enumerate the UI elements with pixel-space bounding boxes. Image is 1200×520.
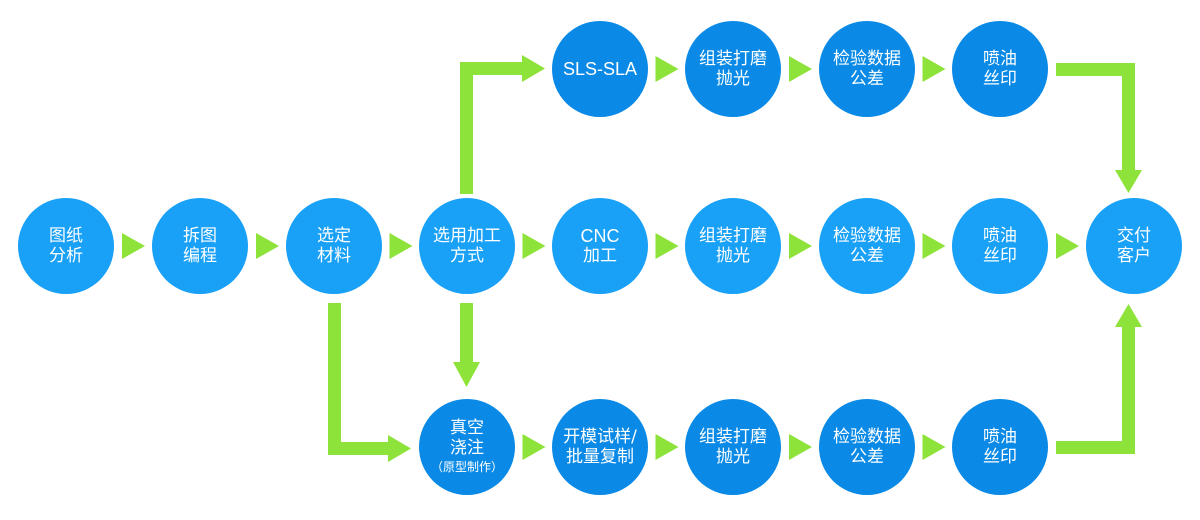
node-label-line: 公差 — [850, 447, 884, 467]
arrow-right-icon — [922, 56, 946, 82]
node-label-line: 组装打磨 — [699, 49, 767, 69]
node-label-line: 开模试样/ — [563, 427, 637, 447]
node-label-line: 检验数据 — [833, 49, 901, 69]
connector-left-vertical — [328, 303, 341, 455]
node-label-line: 喷油 — [983, 49, 1017, 69]
connector-bottomright-vertical — [1122, 325, 1135, 454]
node-paint-print-bottom: 喷油丝印 — [952, 399, 1048, 495]
node-label-line: 公差 — [850, 246, 884, 266]
arrow-right-icon — [655, 56, 679, 82]
arrow-right-icon — [122, 233, 145, 259]
node-label-line: 选定 — [317, 226, 351, 246]
node-vacuum-casting: 真空浇注 （原型制作） — [419, 399, 515, 495]
node-sls-sla: SLS-SLA — [552, 21, 648, 117]
arrow-right-icon — [655, 233, 679, 259]
node-sublabel: （原型制作） — [430, 460, 503, 474]
node-label-line: 图纸 — [49, 226, 83, 246]
node-deliver-customer: 交付客户 — [1086, 198, 1182, 294]
node-drawing-analysis: 图纸分析 — [18, 198, 114, 294]
connector-up-horizontal — [460, 62, 523, 75]
node-label-line: 编程 — [183, 246, 217, 266]
arrow-right-icon — [655, 434, 679, 460]
arrow-head-up-icon — [1115, 304, 1142, 327]
node-label-line: 抛光 — [716, 69, 750, 89]
connector-up-vertical — [460, 62, 473, 194]
arrow-right-icon — [922, 233, 946, 259]
arrow-head-down-icon — [453, 362, 480, 387]
node-label-line: 喷油 — [983, 226, 1017, 246]
node-label-line: 拆图 — [183, 226, 217, 246]
node-inspect-tolerance-top: 检验数据公差 — [819, 21, 915, 117]
node-select-material: 选定材料 — [286, 198, 382, 294]
node-split-programming: 拆图编程 — [152, 198, 248, 294]
node-paint-print-mid: 喷油丝印 — [952, 198, 1048, 294]
node-label-line: 喷油 — [983, 427, 1017, 447]
node-label-line: 客户 — [1117, 246, 1151, 266]
node-label-line: 组装打磨 — [699, 427, 767, 447]
node-inspect-tolerance-mid: 检验数据公差 — [819, 198, 915, 294]
node-mold-trial: 开模试样/批量复制 — [552, 399, 648, 495]
connector-left-horizontal — [328, 442, 389, 455]
node-label-line: 丝印 — [983, 246, 1017, 266]
node-label-line: 组装打磨 — [699, 226, 767, 246]
node-select-process: 选用加工方式 — [419, 198, 515, 294]
arrow-head-down-icon — [1115, 170, 1142, 193]
node-label-line: 抛光 — [716, 447, 750, 467]
connector-down-vertical — [460, 303, 473, 363]
node-label-line: 交付 — [1117, 226, 1151, 246]
connector-bottomright-horizontal — [1056, 441, 1135, 454]
node-assemble-polish-bottom: 组装打磨抛光 — [685, 399, 781, 495]
node-assemble-polish-mid: 组装打磨抛光 — [685, 198, 781, 294]
arrow-right-icon — [789, 56, 812, 82]
node-label-line: 丝印 — [983, 447, 1017, 467]
arrow-right-icon — [1056, 233, 1079, 259]
node-label-line: 材料 — [317, 246, 351, 266]
node-paint-print-top: 喷油丝印 — [952, 21, 1048, 117]
node-label-line: 检验数据 — [833, 427, 901, 447]
connector-topright-horizontal — [1056, 63, 1135, 76]
arrow-right-icon — [922, 434, 946, 460]
node-label-line: 分析 — [49, 246, 83, 266]
node-inspect-tolerance-bottom: 检验数据公差 — [819, 399, 915, 495]
node-label-line: 检验数据 — [833, 226, 901, 246]
node-label-line: 浇注 — [450, 438, 484, 458]
arrow-right-icon — [256, 233, 279, 259]
node-label-line: SLS-SLA — [562, 59, 638, 79]
node-label-line: 真空 — [450, 418, 484, 438]
node-label-line: 批量复制 — [566, 447, 634, 467]
node-label-line: 丝印 — [983, 69, 1017, 89]
connector-topright-vertical — [1122, 63, 1135, 171]
node-label-line: 选用加工 — [433, 226, 501, 246]
arrow-right-icon — [789, 233, 812, 259]
node-assemble-polish-top: 组装打磨抛光 — [685, 21, 781, 117]
arrow-head-right-icon — [522, 55, 545, 82]
node-label-line: 加工 — [583, 246, 617, 266]
node-label-line: 抛光 — [716, 246, 750, 266]
arrow-right-icon — [522, 233, 546, 259]
arrow-right-icon — [789, 434, 812, 460]
node-label-line: 方式 — [450, 246, 484, 266]
node-label-line: 公差 — [850, 69, 884, 89]
arrow-head-right-icon — [388, 435, 411, 462]
arrow-right-icon — [389, 233, 413, 259]
node-label-line: CNC — [580, 226, 620, 246]
arrow-right-icon — [522, 434, 546, 460]
